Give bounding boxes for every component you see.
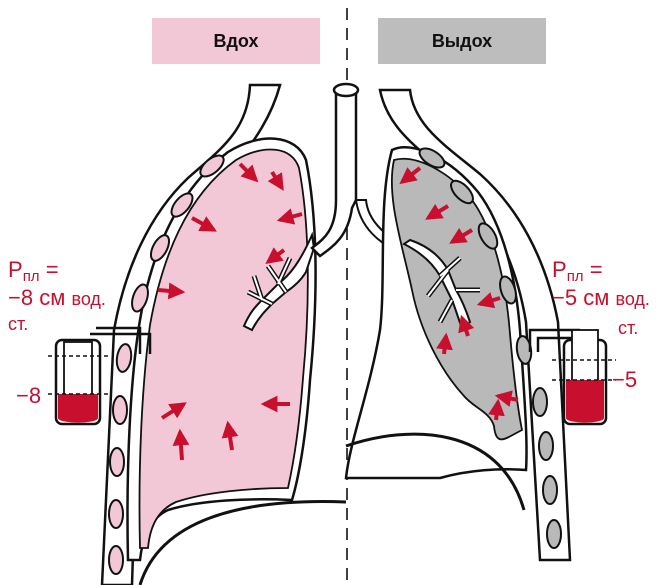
exhale-header-text: Выдох [431,30,493,51]
exhale-arrows [399,166,519,421]
exhale-unit-b: ст. [618,318,639,338]
exhale-header-bg [378,18,546,64]
trachea-opening [332,82,360,98]
inhale-pressure-value: −8 см [8,285,66,310]
inhale-header-bg [152,18,320,64]
inhale-manometer [48,326,152,426]
inhale-header-text: Вдох [213,30,259,51]
exhale-pressure-line2: −5 см вод. [552,286,650,311]
inhale-ribs [108,154,225,575]
exhale-manometer [528,328,616,426]
inhale-pressure-line1: Pпл = [8,258,59,289]
inhale-unit-a: вод. [71,289,106,309]
inhale-bronchus [242,231,316,332]
exhale-pressure-line1: Pпл = [552,258,603,289]
exhale-pressure-subscript: пл [566,268,584,285]
exhale-manometer-reading: −5 [612,367,638,392]
exhale-pressure-symbol: P [552,257,567,282]
exhale-branch-inner [427,257,480,323]
exhale-header: Выдох [378,18,546,64]
trachea [310,88,358,258]
exhale-eq-sign: = [589,257,603,282]
inhale-branch-a-inner [247,257,291,305]
exhale-unit-a: вод. [615,289,650,309]
inhale-arrows [157,162,303,461]
inhale-unit-b: ст. [8,314,29,334]
inhale-manometer-reading: −8 [16,383,42,408]
inhale-header: Вдох [152,18,320,64]
inhale-diaphragm [138,500,347,585]
exhale-diaphragm [345,432,526,511]
inhale-pressure-subscript: пл [22,268,40,285]
inhale-pressure-symbol: P [8,257,23,282]
inhale-eq-sign: = [45,257,59,282]
exhale-ribs [418,147,562,549]
inhale-pressure-line2: −8 см вод. [8,286,106,311]
exhale-pressure-value: −5 см [552,285,610,310]
